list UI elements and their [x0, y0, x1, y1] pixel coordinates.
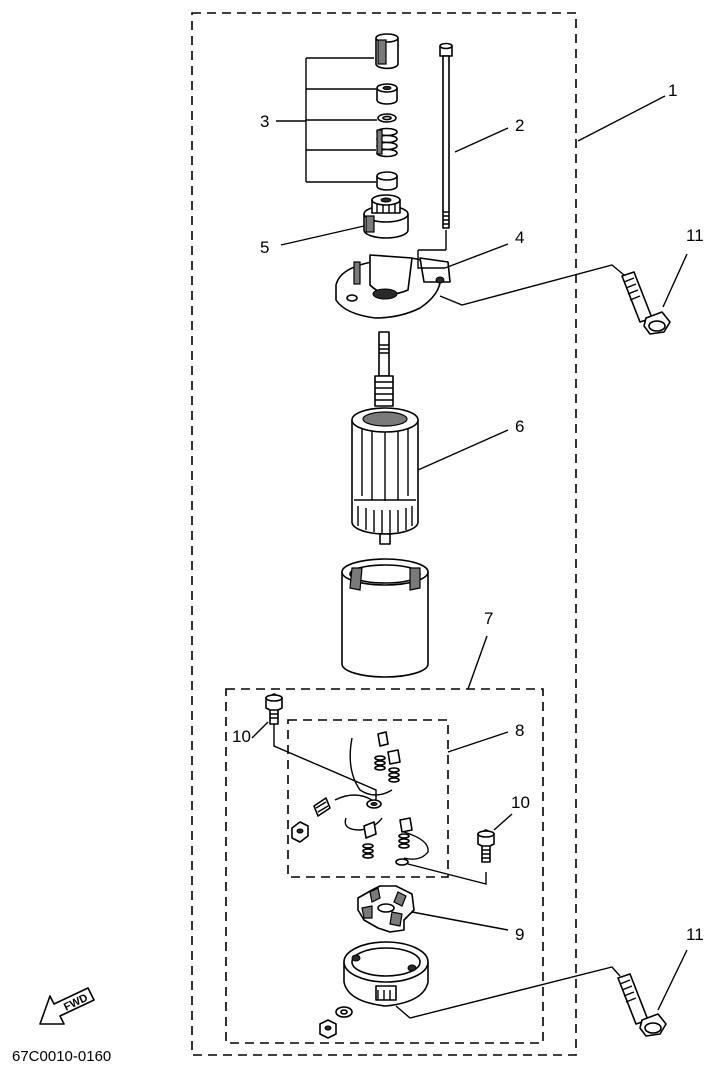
callout-4: 4	[515, 228, 524, 247]
part-9-brush-plate	[357, 885, 509, 933]
fwd-arrow-icon: FWD	[39, 987, 95, 1025]
part-5-pinion-gear	[280, 194, 409, 246]
rear-end-cover	[319, 941, 429, 1039]
callout-3: 3	[260, 112, 269, 131]
callout-7: 7	[484, 609, 493, 628]
yoke-housing	[341, 558, 429, 678]
callout-10-left: 10	[232, 727, 251, 746]
figure-code: 67C0010-0160	[12, 1048, 111, 1065]
callout-1: 1	[668, 81, 677, 100]
fwd-label: FWD	[62, 992, 90, 1014]
part-11-upper-bolt	[439, 253, 688, 335]
part-10-left-screw	[251, 693, 377, 800]
callout-11-upper: 11	[686, 226, 704, 245]
part-10-right-screw	[407, 813, 513, 885]
part-2-through-bolt	[439, 42, 509, 229]
callout-8: 8	[515, 721, 524, 740]
part-4-upper-bracket	[335, 230, 509, 319]
part-6-armature	[351, 331, 509, 545]
part-11-lower-bolt	[395, 949, 688, 1037]
callout-6: 6	[515, 417, 524, 436]
callout-10-right: 10	[511, 793, 530, 812]
assembly-boundary-8	[287, 719, 449, 878]
part-8-brush-holder-set	[291, 731, 509, 866]
assembly-boundary-1	[191, 12, 577, 1056]
callout-2: 2	[515, 116, 524, 135]
part-7-leader	[467, 635, 488, 690]
callout-11-lower: 11	[686, 925, 704, 944]
callout-5: 5	[260, 238, 269, 257]
part-3-pinion-set	[276, 33, 399, 191]
callout-9: 9	[515, 925, 524, 944]
assembly-boundary-7	[225, 688, 544, 1044]
part-1-leader	[577, 95, 666, 142]
